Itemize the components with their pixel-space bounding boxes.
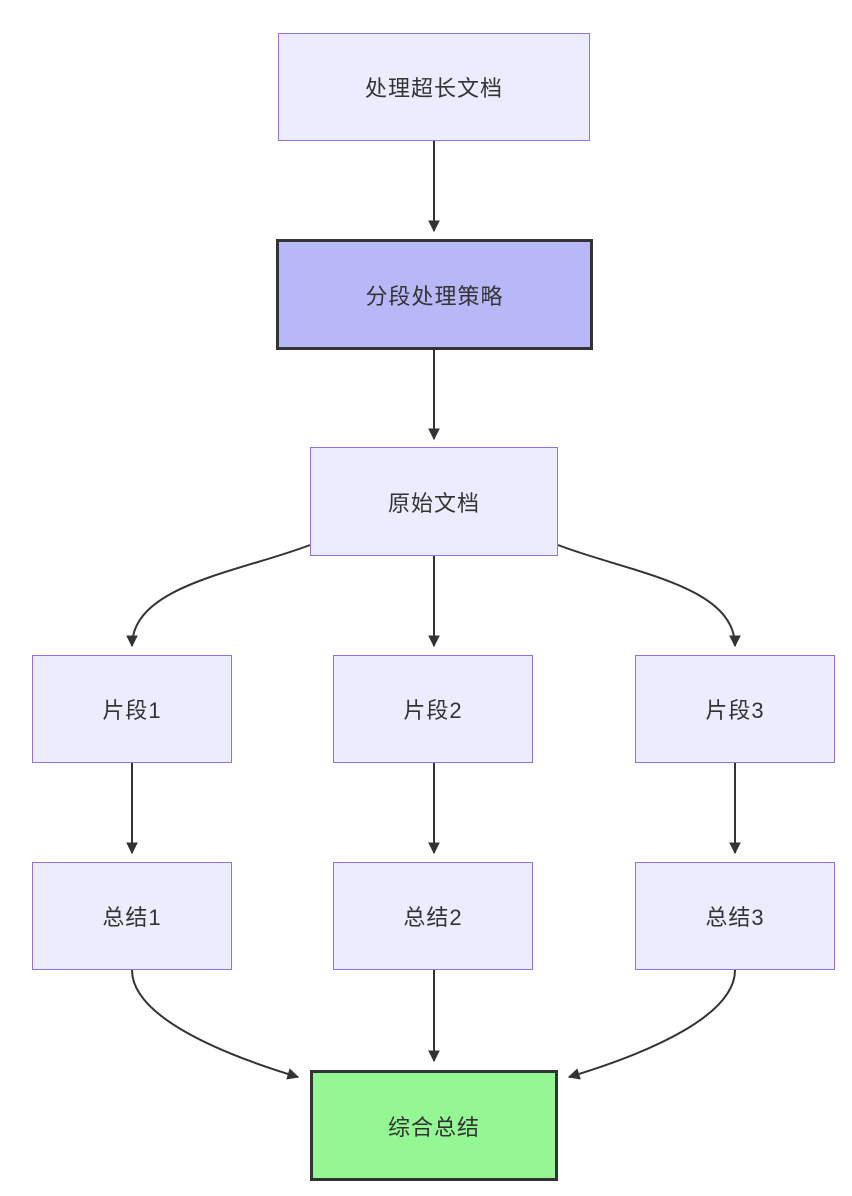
node-summary-3: 总结3 <box>635 862 835 970</box>
node-summary-2: 总结2 <box>333 862 533 970</box>
edge-c-f <box>557 544 741 648</box>
node-original-document: 原始文档 <box>310 447 558 556</box>
edge-i-j <box>567 969 736 1080</box>
node-segmented-processing-strategy: 分段处理策略 <box>276 239 593 350</box>
node-process-long-document: 处理超长文档 <box>278 33 590 141</box>
node-summary-1: 总结1 <box>32 862 232 970</box>
edge-g-j <box>131 969 300 1080</box>
node-fragment-1: 片段1 <box>32 655 232 763</box>
node-combined-summary: 综合总结 <box>310 1070 558 1181</box>
edge-c-d <box>126 544 311 648</box>
node-fragment-2: 片段2 <box>333 655 533 763</box>
node-fragment-3: 片段3 <box>635 655 835 763</box>
